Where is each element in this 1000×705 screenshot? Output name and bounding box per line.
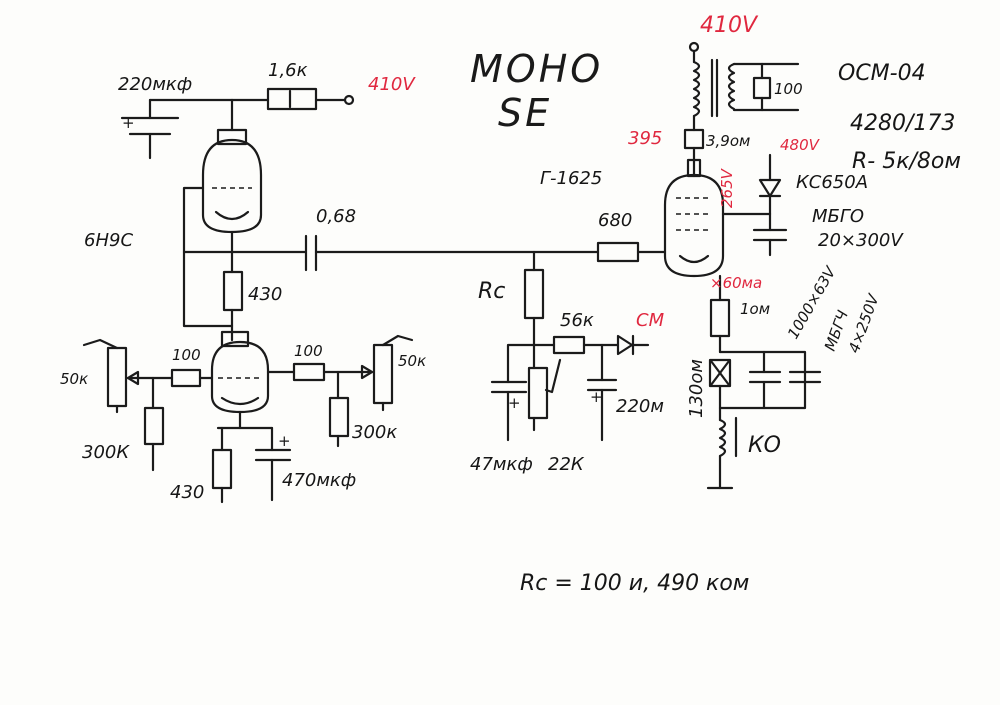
label-transformer: ОСМ-04 <box>838 61 926 86</box>
label-100-right: 100 <box>294 342 323 360</box>
label-grid-680: 680 <box>598 210 632 231</box>
note-rc: Rс = 100 и, 490 ком <box>520 571 749 596</box>
label-rc: Rс <box>478 279 505 304</box>
label-220uf: 220мкф <box>118 74 192 95</box>
label-transformer-ratio: 4280/173 <box>850 111 955 136</box>
svg-text:+: + <box>590 388 603 406</box>
label-100-left: 100 <box>172 346 201 364</box>
label-47uf: 47мкф <box>470 454 533 475</box>
label-choke: КО <box>748 433 781 458</box>
label-right-b-plus: 410V <box>700 13 759 38</box>
coupling-capacitor-068 <box>230 234 600 272</box>
svg-text:+: + <box>122 114 135 132</box>
label-left-b-plus: 410V <box>368 74 416 95</box>
label-mbgo-value: 20×300V <box>818 230 904 251</box>
input-left-chain <box>82 338 214 472</box>
label-current: ×60ма <box>710 274 762 292</box>
label-470uf: 470мкф <box>282 470 356 491</box>
label-1k6: 1,6к <box>268 60 308 81</box>
label-220m: 220м <box>616 396 664 417</box>
label-transformer-impedance: R- 5к/8ом <box>852 149 961 174</box>
label-430-mid: 430 <box>248 284 282 305</box>
label-driver-tube: 6Н9С <box>84 230 133 251</box>
zener-and-screen-cap <box>752 153 788 257</box>
label-coupling-cap: 0,68 <box>316 206 356 227</box>
bias-network: + + <box>490 250 650 442</box>
upper-triode-tube <box>182 98 263 254</box>
title-line1: МОНО <box>470 47 603 91</box>
resistor-430-mid <box>182 250 244 328</box>
label-pot-left: 50к <box>60 370 88 388</box>
label-130-ohm: 130ом <box>686 359 707 418</box>
label-22k: 22К <box>548 454 585 475</box>
label-plate-drop: 395 <box>628 128 662 149</box>
label-3-9-ohm: 3,9ом <box>706 132 750 150</box>
label-56k: 56к <box>560 310 594 331</box>
cathode-chain <box>706 274 822 490</box>
output-transformer <box>683 41 800 178</box>
grid-stopper-680 <box>596 241 667 263</box>
title-line2: SE <box>498 91 552 135</box>
label-zener: КС650А <box>796 172 868 193</box>
label-pot-right: 50к <box>398 352 426 370</box>
label-cathode-voltage: 480V <box>780 136 821 154</box>
svg-text:+: + <box>508 394 521 412</box>
label-430-cathode: 430 <box>170 482 204 503</box>
label-1-ohm: 1ом <box>740 300 770 318</box>
output-tube-g1625 <box>663 160 772 278</box>
svg-text:+: + <box>278 432 291 450</box>
label-mbgo: МБГО <box>812 206 864 227</box>
label-screen-voltage: 265V <box>718 167 736 208</box>
label-cm: СМ <box>636 310 665 331</box>
resistor-1k6 <box>230 87 355 111</box>
label-output-tube: Г-1625 <box>540 168 602 189</box>
cathode-rc: + <box>211 410 292 504</box>
lower-triode-tube <box>210 324 270 414</box>
input-right-chain <box>266 334 414 448</box>
capacitor-220uf: + <box>120 98 234 160</box>
label-300k-right: 300к <box>352 422 397 443</box>
label-mbgch-value: 4×250V <box>845 290 883 355</box>
label-load-100: 100 <box>774 80 803 98</box>
label-300k-left: 300К <box>82 442 130 463</box>
